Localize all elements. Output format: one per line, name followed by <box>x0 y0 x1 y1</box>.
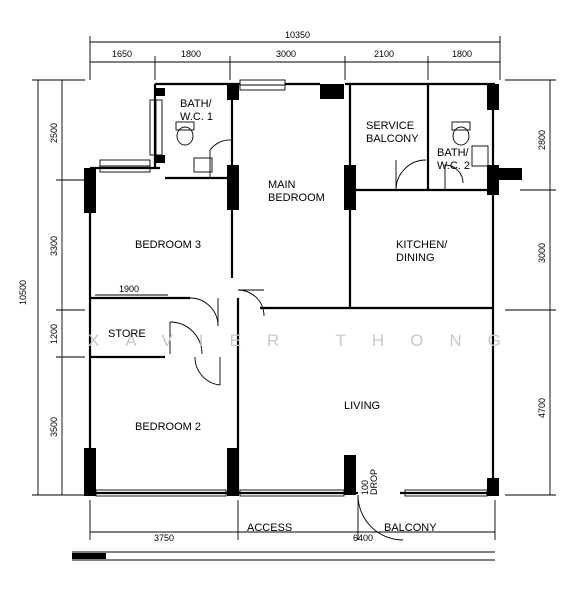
dim-top-3: 3000 <box>276 49 296 59</box>
dim-bottom-2: 6400 <box>353 533 373 543</box>
room-living: LIVING <box>344 400 380 412</box>
dim-right-3: 4700 <box>537 398 547 418</box>
dim-overall-height: 10500 <box>18 280 28 305</box>
doors <box>169 139 464 541</box>
dim-bottom-1: 3750 <box>154 533 174 543</box>
dim-right-1: 2800 <box>537 130 547 150</box>
dim-top-1: 1650 <box>112 49 132 59</box>
walls <box>88 82 495 495</box>
room-bath-wc-2: BATH/W.C. 2 <box>437 147 470 172</box>
dimension-lines <box>32 36 556 561</box>
room-bedroom-3: BEDROOM 3 <box>135 239 201 251</box>
dim-top-5: 1800 <box>452 49 472 59</box>
dim-left-1: 2500 <box>49 123 59 143</box>
label-drop: 100DROP <box>360 469 379 495</box>
label-balcony: BALCONY <box>384 522 437 534</box>
room-bath-wc-1: BATH/W.C. 1 <box>180 98 213 123</box>
dim-left-2: 3300 <box>49 236 59 256</box>
watermark: XAVIER THONG <box>88 331 527 350</box>
dim-top-4: 2100 <box>374 49 394 59</box>
dim-left-4: 3500 <box>49 417 59 437</box>
dim-left-3: 1200 <box>49 324 59 344</box>
dimension-labels: 10350 1650 1800 3000 2100 1800 10500 250… <box>18 30 547 543</box>
room-bedroom-2: BEDROOM 2 <box>135 421 201 433</box>
room-kitchen-dining: KITCHEN/DINING <box>396 239 448 264</box>
dim-overall-width: 10350 <box>285 30 310 40</box>
dim-store-width: 1900 <box>119 284 139 294</box>
room-store: STORE <box>108 328 146 340</box>
dim-right-2: 3000 <box>537 243 547 263</box>
fixtures <box>175 121 489 173</box>
label-access: ACCESS <box>247 522 292 534</box>
dim-top-2: 1800 <box>181 49 201 59</box>
